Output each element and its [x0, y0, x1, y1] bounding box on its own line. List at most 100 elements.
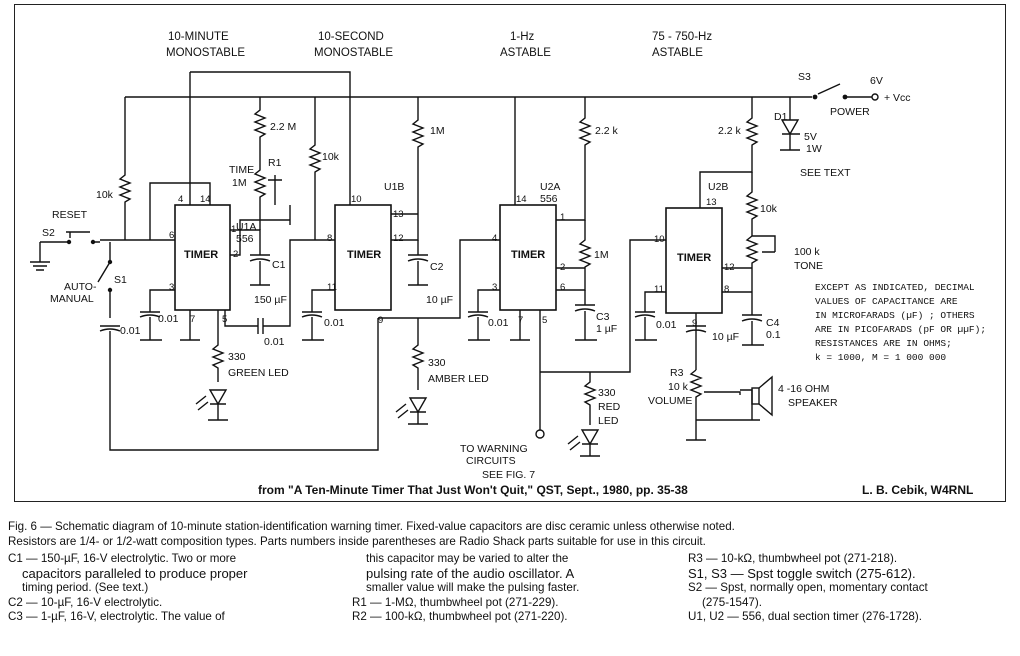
chip-u2a-type: 556 — [540, 193, 558, 205]
label-red: RED — [598, 401, 621, 413]
caption-col-1: C1 — 150-µF, 16-V electrolytic. Two or m… — [8, 552, 247, 625]
resistor-2-2k-b — [699, 97, 759, 208]
resistor-330-green — [211, 310, 225, 382]
header-audio-1: 75 - 750-Hz — [652, 31, 712, 43]
svg-text:5: 5 — [542, 315, 547, 326]
label-r3-value: 10 k — [668, 381, 689, 393]
resistor-1m-c — [556, 220, 592, 291]
pot-r1-time[interactable] — [253, 160, 267, 230]
label-c3-value: 1 µF — [596, 323, 617, 335]
switch-s2-reset[interactable] — [30, 231, 100, 271]
wire-u1a-pin2 — [230, 205, 291, 256]
svg-text:8: 8 — [724, 284, 729, 295]
chip-u1b: U1B — [384, 181, 404, 193]
caption-col-3: R3 — 10-kΩ, thumbwheel pot (271-218). S1… — [688, 552, 928, 625]
label-1m-b: 1M — [430, 125, 445, 137]
switch-s3-power[interactable] — [790, 83, 872, 98]
note-line-2: VALUES OF CAPACITANCE ARE — [815, 296, 958, 307]
svg-text:12: 12 — [393, 233, 404, 244]
label-c1-value: 150 µF — [254, 294, 287, 306]
caption-c2-1: this capacitor may be varied to alter th… — [366, 552, 569, 565]
svg-text:11: 11 — [654, 284, 664, 295]
label-volume: VOLUME — [648, 395, 692, 407]
cap-c3 — [574, 290, 597, 341]
resistor-330-amber — [411, 318, 425, 390]
resistor-2-2m — [253, 97, 267, 160]
label-red-330: 330 — [598, 387, 616, 399]
schematic-diagram: 10-MINUTE MONOSTABLE 10-SECOND MONOSTABL… — [30, 31, 986, 497]
led-amber — [408, 397, 428, 425]
label-10k-b: 10k — [322, 151, 340, 163]
timer-label-u1b: TIMER — [347, 249, 381, 261]
label-red-led: LED — [598, 415, 619, 427]
resistor-10k-b — [308, 97, 322, 240]
label-2-2k-a: 2.2 k — [595, 125, 619, 137]
label-speaker-2: SPEAKER — [788, 397, 838, 409]
svg-text:14: 14 — [516, 194, 527, 205]
header-10sec-2: MONOSTABLE — [314, 47, 393, 59]
chip-u1a-type: 556 — [236, 233, 254, 245]
label-5v: 5V — [804, 131, 817, 143]
timer-u2a — [499, 204, 557, 311]
caption-c1-5: C3 — 1-µF, 16-V, electrolytic. The value… — [8, 610, 225, 624]
label-c001-b: 0.01 — [158, 313, 179, 325]
cap-001-u1a — [139, 289, 175, 341]
pot-r3-volume[interactable] — [686, 369, 760, 441]
cap-c4 — [722, 267, 764, 346]
svg-text:6: 6 — [169, 230, 174, 241]
timer-label-u2a: TIMER — [511, 249, 545, 261]
timer-u1a — [174, 204, 231, 311]
switch-s1-automanual[interactable] — [97, 242, 111, 318]
label-s3: S3 — [798, 71, 811, 83]
caption-c1-4: C2 — 10-µF, 16-V electrolytic. — [8, 595, 163, 609]
wire-u1b-out — [378, 239, 500, 319]
wire-u2a-out — [540, 239, 666, 373]
header-10min-2: MONOSTABLE — [166, 47, 245, 59]
label-manual: MANUAL — [50, 293, 94, 305]
ground-u1a-7 — [180, 310, 200, 341]
led-red-rays — [567, 435, 581, 451]
caption-c3-2: S1, S3 — Spst toggle switch (275-612). — [688, 565, 916, 581]
label-d1: D1 — [774, 111, 788, 123]
timer-label-u2b: TIMER — [677, 252, 711, 264]
label-6v: 6V — [870, 75, 883, 87]
notes-block: EXCEPT AS INDICATED, DECIMAL VALUES OF C… — [815, 282, 986, 363]
label-vcc: + Vcc — [884, 92, 911, 104]
label-amber-330: 330 — [428, 357, 446, 369]
header-1hz-2: ASTABLE — [500, 47, 551, 59]
chip-u2a: U2A — [540, 181, 560, 193]
note-line-4: ARE IN PICOFARADS (pF OR µµF); — [815, 324, 986, 335]
svg-text:10: 10 — [351, 194, 362, 205]
wire-pin6-pin14 — [149, 182, 211, 240]
led-green-rays — [195, 395, 209, 411]
svg-text:8: 8 — [327, 233, 332, 244]
label-r1: R1 — [268, 157, 282, 169]
label-amber-led: AMBER LED — [428, 373, 489, 385]
header-10min-1: 10-MINUTE — [168, 31, 229, 43]
timer-u1b — [334, 204, 392, 311]
caption-c3-4: (275-1547). — [702, 595, 762, 609]
caption-col-2: this capacitor may be varied to alter th… — [352, 552, 579, 625]
label-green-330: 330 — [228, 351, 246, 363]
label-c3: C3 — [596, 311, 610, 323]
cap-c2 — [407, 240, 429, 286]
caption-head-1: Fig. 6 — Schematic diagram of 10-minute … — [8, 520, 735, 533]
cap-001-u1b — [301, 289, 335, 341]
speaker-coil — [751, 387, 760, 405]
svg-text:4: 4 — [492, 233, 497, 244]
pot-r2-tone[interactable] — [745, 235, 776, 296]
led-red — [580, 429, 600, 457]
cap-001-s1 — [99, 325, 121, 350]
terminal-warning[interactable] — [535, 429, 545, 439]
label-c001-f: 0.01 — [656, 319, 677, 331]
label-r1-value: 1M — [232, 177, 247, 189]
cap-c1 — [230, 229, 271, 286]
header-1hz-1: 1-Hz — [510, 31, 535, 43]
svg-text:7: 7 — [190, 314, 195, 325]
svg-text:6: 6 — [560, 282, 565, 293]
header-audio-2: ASTABLE — [652, 47, 703, 59]
svg-text:3: 3 — [169, 282, 174, 293]
label-10k-c: 10k — [760, 203, 778, 215]
label-power: POWER — [830, 106, 870, 118]
label-1m-c: 1M — [594, 249, 609, 261]
